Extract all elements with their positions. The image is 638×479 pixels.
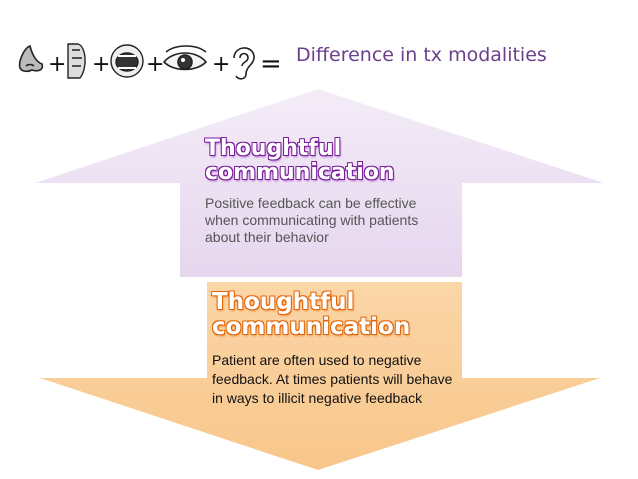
up-arrow-text: Positive feedback can be effective when … [205, 194, 419, 245]
plus-sign: + [92, 52, 110, 77]
down-arrow-content: Thoughtful communication Patient are oft… [212, 290, 472, 408]
slide-title: Difference in tx modalities [296, 44, 547, 66]
senses-equation: + + + + = [18, 43, 282, 80]
hand-icon [67, 43, 86, 79]
up-arrow-heading-line2: communication [205, 159, 396, 185]
nose-icon [18, 44, 44, 73]
ear-icon [233, 47, 255, 80]
mouth-icon [110, 44, 144, 78]
down-arrow-heading-line2: communication [212, 313, 411, 340]
up-arrow [35, 89, 604, 277]
down-arrow-heading-line1: Thoughtful [212, 289, 355, 315]
down-arrow-text: Patient are often used to negative feedb… [212, 351, 453, 406]
up-arrow-heading-line1: Thoughtful [204, 136, 342, 161]
down-arrow [40, 282, 600, 470]
plus-sign: + [146, 52, 164, 77]
equals-sign: = [260, 49, 282, 79]
plus-sign: + [48, 52, 66, 77]
eye-icon [162, 45, 208, 71]
up-arrow-content: Thoughtful communication Positive feedba… [204, 136, 455, 246]
plus-sign: + [212, 52, 230, 77]
